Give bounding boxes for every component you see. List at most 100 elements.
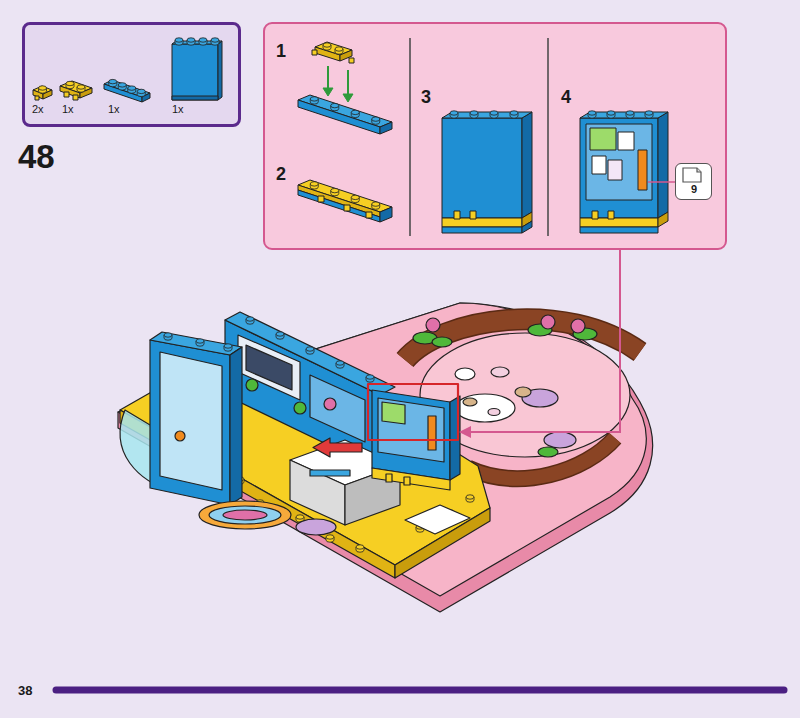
sticker-icon (683, 168, 701, 182)
model-drawing (326, 535, 334, 542)
model-drawing (175, 431, 185, 441)
substep-drawing (310, 97, 318, 104)
part-drawing (118, 83, 126, 90)
part-drawing (172, 96, 218, 100)
substep-drawing (658, 112, 668, 218)
model-drawing (538, 447, 558, 457)
model-drawing (378, 398, 444, 462)
model-drawing (455, 368, 475, 380)
part-drawing (211, 38, 219, 45)
model-drawing (405, 505, 470, 534)
model-drawing (306, 347, 314, 354)
substep-drawing (470, 211, 476, 219)
model-drawing (382, 402, 405, 424)
model-drawing (150, 332, 242, 355)
model-drawing (372, 390, 450, 480)
model-drawing (455, 394, 515, 422)
substep-number: 3 (421, 88, 431, 106)
model-drawing (160, 352, 222, 490)
substep-drawing (347, 70, 349, 96)
substep-drawing (580, 111, 668, 233)
substep-drawing (298, 42, 392, 134)
part-drawing (77, 85, 85, 92)
model-drawing (463, 398, 477, 406)
part-drawing (33, 38, 222, 102)
substep-drawing (351, 110, 359, 117)
substep-drawing (490, 111, 498, 118)
model-drawing (432, 337, 452, 347)
model-drawing (544, 432, 576, 448)
substep-drawing (607, 111, 615, 118)
substep-number: 2 (276, 165, 286, 183)
substep-drawing (298, 100, 380, 134)
panel-ground (24, 23, 727, 249)
model-drawing (238, 335, 300, 400)
part-drawing (199, 38, 207, 45)
substep-drawing (618, 132, 634, 150)
substep-drawing (323, 88, 333, 96)
model-drawing (118, 303, 646, 596)
sticker-number-box: 9 (675, 163, 712, 200)
substep-drawing (450, 111, 458, 118)
model-drawing (246, 317, 254, 324)
model-drawing (150, 340, 230, 505)
part-drawing (137, 89, 145, 96)
part-drawing (128, 86, 136, 93)
part-drawing (187, 38, 195, 45)
substep-drawing (608, 211, 614, 219)
model-drawing (310, 470, 350, 476)
callout-leader (459, 250, 620, 438)
model-drawing (426, 318, 440, 332)
model-drawing (294, 402, 306, 414)
substep-drawing (327, 66, 329, 90)
part-drawing (175, 38, 183, 45)
part-drawing (73, 95, 78, 100)
part-count: 1x (172, 104, 184, 115)
substep-drawing (318, 196, 324, 202)
substep-drawing (380, 122, 392, 134)
model-drawing (366, 375, 374, 382)
substep-drawing (588, 111, 596, 118)
substep-drawing (645, 111, 653, 118)
step-number: 48 (18, 140, 55, 173)
part-drawing (109, 79, 117, 86)
substep-drawing (608, 160, 622, 180)
panel-ground (264, 23, 726, 249)
substep-drawing (590, 128, 616, 150)
part-count: 1x (62, 104, 74, 115)
substep-drawing (343, 94, 353, 102)
sticker-icon (697, 168, 701, 172)
substep-drawing (454, 211, 460, 219)
model-drawing (230, 347, 242, 505)
model-drawing (336, 361, 344, 368)
substep-drawing (349, 58, 354, 63)
substep-drawing (442, 111, 532, 233)
substep-drawing (310, 182, 318, 189)
model-drawing (118, 303, 653, 612)
part-drawing (218, 41, 222, 100)
substep-drawing (442, 227, 522, 233)
substep-drawing (331, 188, 339, 195)
substep-drawing (586, 124, 652, 200)
model-drawing (468, 438, 615, 479)
model-drawing (209, 506, 281, 524)
model-drawing (324, 398, 336, 410)
sticker-icon (683, 168, 701, 182)
model-drawing (404, 477, 410, 485)
substep-drawing (592, 156, 606, 174)
callout-leader (470, 250, 620, 432)
page-number: 38 (18, 684, 32, 697)
model-drawing (426, 315, 585, 333)
model-drawing (468, 438, 615, 479)
substep-drawing (351, 195, 359, 202)
part-drawing (39, 86, 47, 93)
model-drawing (386, 474, 392, 482)
panel-ground (676, 164, 711, 199)
substep-drawing (335, 47, 343, 54)
substep-drawing (298, 185, 380, 217)
substep-drawing (580, 227, 658, 233)
substep-number: 1 (276, 42, 286, 60)
substep-drawing (592, 211, 598, 219)
